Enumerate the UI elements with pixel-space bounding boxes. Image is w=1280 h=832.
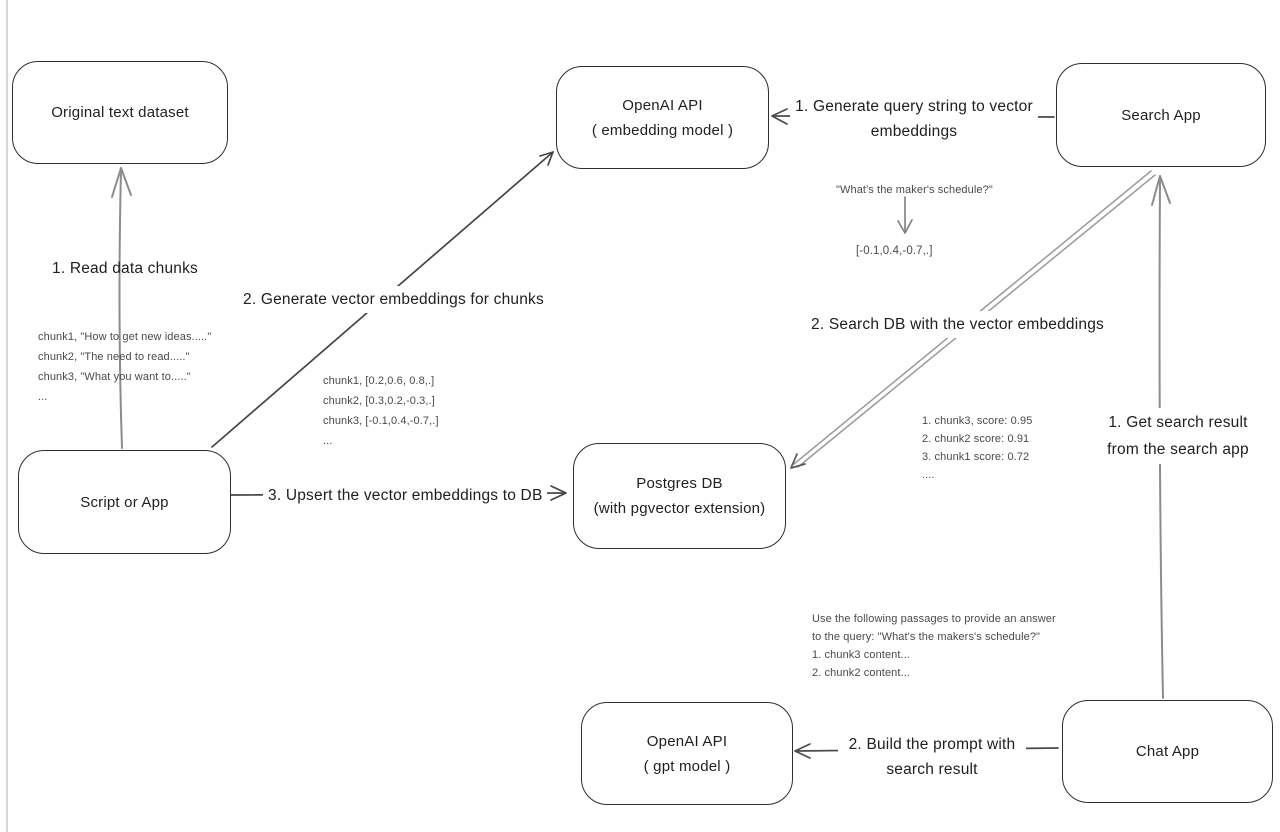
node-subtitle: (with pgvector extension) <box>593 500 766 517</box>
annotation-search-scores: 1. chunk3, score: 0.95 2. chunk2 score: … <box>922 412 1032 484</box>
edge-label-line: 1. Generate query string to vector <box>795 98 1033 115</box>
node-subtitle: ( gpt model ) <box>643 757 731 775</box>
edge-label-build-prompt: 2. Build the prompt with search result <box>838 731 1026 783</box>
node-original-text-dataset: Original text dataset <box>12 61 228 164</box>
annotation-line: ... <box>323 435 333 447</box>
edge-label-line: from the search app <box>1107 441 1249 458</box>
annotation-line: ... <box>38 391 48 403</box>
annotation-line: 1. chunk3 content... <box>812 649 911 661</box>
edge-label-generate-embeddings: 2. Generate vector embeddings for chunks <box>238 286 549 313</box>
edge-label-line: search result <box>886 761 978 778</box>
annotation-line: chunk3, [-0.1,0.4,-0.7,.] <box>323 415 439 427</box>
annotation-line: chunk1, "How to get new ideas....." <box>38 331 212 343</box>
edge-label-get-search-result: 1. Get search result from the search app <box>1087 408 1269 464</box>
annotation-line: to the query: "What's the makers's sched… <box>812 631 1041 643</box>
annotation-line: 1. chunk3, score: 0.95 <box>922 415 1033 427</box>
node-title: Chat App <box>1135 743 1200 760</box>
arrow-query-string-down <box>897 196 913 234</box>
node-title: OpenAI API <box>622 96 703 114</box>
node-script-or-app: Script or App <box>18 450 231 554</box>
node-postgres-db: Postgres DB (with pgvector extension) <box>573 443 786 549</box>
edge-label-upsert: 3. Upsert the vector embeddings to DB <box>263 482 548 509</box>
node-search-app: Search App <box>1056 63 1266 167</box>
annotation-line: chunk2, "The need to read....." <box>38 351 190 363</box>
node-title: OpenAI API <box>646 732 728 750</box>
node-title: Script or App <box>80 493 169 511</box>
annotation-prompt-text: Use the following passages to provide an… <box>812 610 1056 682</box>
annotation-query-string: "What's the maker's schedule?" <box>836 184 993 196</box>
arrow-read-data-chunks <box>111 167 132 449</box>
annotation-line: 2. chunk2 score: 0.91 <box>922 433 1030 445</box>
edge-label-line: 1. Get search result <box>1108 414 1248 431</box>
annotation-line: 2. chunk2 content... <box>812 667 911 679</box>
annotation-line: chunk3, "What you want to....." <box>38 371 191 383</box>
edge-label-search-db: 2. Search DB with the vector embeddings <box>806 311 1109 338</box>
node-title: Search App <box>1121 106 1201 124</box>
edge-label-query-to-vector: 1. Generate query string to vector embed… <box>790 93 1038 145</box>
edge-label-line: embeddings <box>870 123 958 140</box>
node-openai-embedding: OpenAI API ( embedding model ) <box>556 66 769 169</box>
annotation-line: 3. chunk1 score: 0.72 <box>922 451 1030 463</box>
node-title: Postgres DB <box>636 475 723 492</box>
annotation-line: chunk1, [0.2,0.6, 0.8,.] <box>323 375 435 387</box>
node-openai-gpt: OpenAI API ( gpt model ) <box>581 702 793 805</box>
annotation-line: Use the following passages to provide an… <box>812 613 1056 625</box>
node-subtitle: ( embedding model ) <box>591 121 734 139</box>
annotation-chunk-vectors: chunk1, [0.2,0.6, 0.8,.] chunk2, [0.3,0.… <box>323 371 439 451</box>
annotation-chunk-texts: chunk1, "How to get new ideas....." chun… <box>38 327 211 407</box>
node-chat-app: Chat App <box>1062 700 1273 803</box>
edge-label-read-data-chunks: 1. Read data chunks <box>52 260 198 277</box>
annotation-line: .... <box>922 469 935 481</box>
annotation-line: chunk2, [0.3,0.2,-0.3,.] <box>323 395 435 407</box>
annotation-query-vector: [-0.1,0.4,-0.7,.] <box>856 245 933 257</box>
edge-label-line: 2. Build the prompt with <box>848 736 1016 753</box>
node-title: Original text dataset <box>51 104 189 121</box>
